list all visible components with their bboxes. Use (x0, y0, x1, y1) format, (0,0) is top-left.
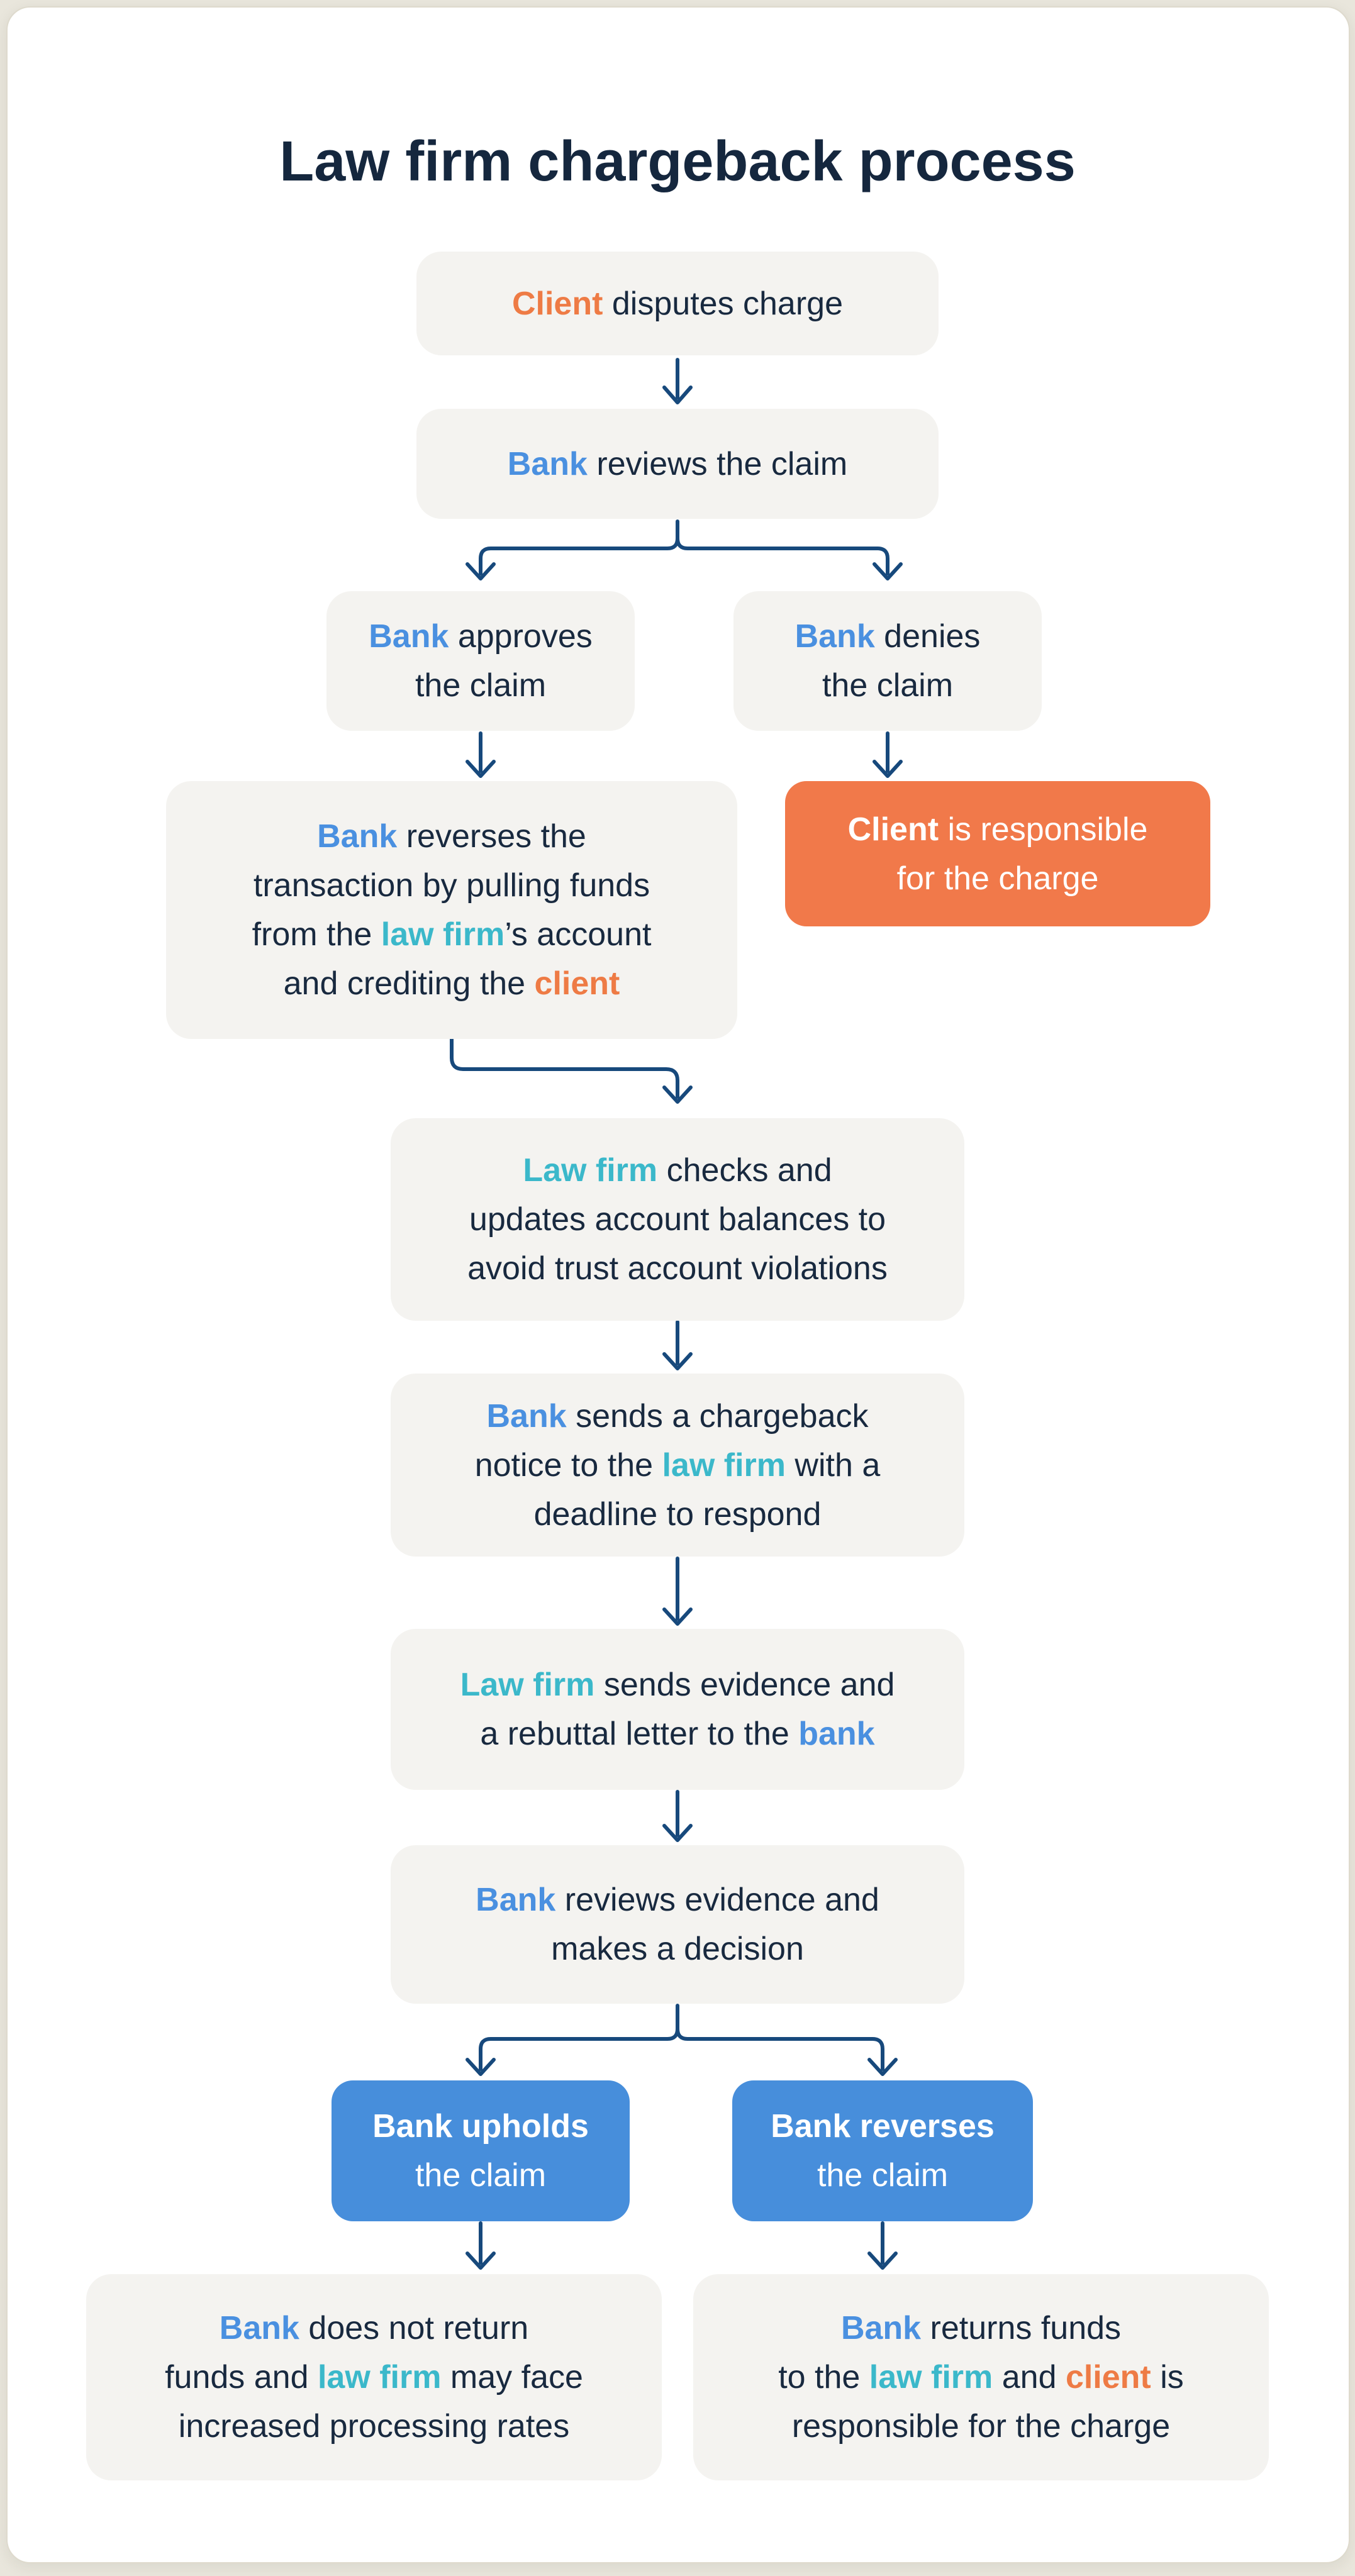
text-segment: Bank (369, 618, 449, 655)
node-bank-returns-funds: Bank returns funds to the law firm and c… (693, 2274, 1269, 2480)
node-bank-reviews-claim: Bank reviews the claim (416, 409, 939, 519)
text-segment: Bank (219, 2310, 299, 2346)
text-segment: reviews evidence and makes a decision (551, 1882, 879, 1967)
node-client-disputes-charge: Client disputes charge (416, 252, 939, 355)
text-segment: bank (798, 1716, 875, 1752)
text-segment: Bank reverses (771, 2108, 995, 2145)
text-segment: approves the claim (415, 618, 593, 704)
text-segment: Bank (507, 445, 588, 482)
node-bank-upholds-claim: Bank upholds the claim (332, 2080, 630, 2221)
text-segment: Bank (317, 818, 398, 855)
text-segment: denies the claim (822, 618, 981, 704)
text-segment: the claim (415, 2157, 547, 2194)
text-segment: ’s account and crediting the (283, 916, 652, 1002)
node-lawfirm-sends-evidence: Law firm sends evidence and a rebuttal l… (391, 1629, 964, 1790)
text-segment: reviews the claim (587, 445, 848, 482)
text-segment: does not return funds and (165, 2310, 529, 2396)
text-segment: with a deadline to respond (533, 1446, 881, 1533)
text-segment: client (1065, 2359, 1151, 2396)
text-segment: is responsible for the charge (896, 811, 1148, 897)
text-segment: the claim (817, 2157, 949, 2194)
text-segment: reverses the transaction by pulling fund… (252, 818, 650, 953)
text-segment: returns funds to the (778, 2310, 1122, 2396)
text-segment: Bank (476, 1882, 556, 1918)
text-segment: may face increased processing rates (178, 2359, 583, 2445)
text-segment: Bank (486, 1397, 567, 1435)
node-bank-sends-chargeback-notice: Bank sends a chargeback notice to the la… (391, 1374, 964, 1557)
text-segment: disputes charge (603, 285, 844, 322)
node-bank-does-not-return-funds: Bank does not return funds and law firm … (86, 2274, 662, 2480)
text-segment: and (993, 2359, 1066, 2396)
text-segment: Bank (795, 618, 875, 655)
text-segment: Law firm (460, 1667, 595, 1703)
node-bank-approves-claim: Bank approves the claim (326, 591, 635, 731)
text-segment: law firm (662, 1446, 786, 1484)
node-bank-reverses-claim: Bank reverses the claim (732, 2080, 1033, 2221)
text-segment: law firm (317, 2359, 442, 2396)
text-segment: law firm (381, 916, 505, 953)
text-segment: Client (847, 811, 939, 848)
node-lawfirm-checks-balances: Law firm checks and updates account bala… (391, 1118, 964, 1321)
text-segment: sends a chargeback notice to the (474, 1397, 869, 1484)
text-segment: Client (511, 285, 603, 322)
node-bank-denies-claim: Bank denies the claim (733, 591, 1042, 731)
text-segment: Bank (840, 2310, 922, 2346)
text-segment: law firm (869, 2359, 993, 2396)
node-bank-reverses-transaction: Bank reverses the transaction by pulling… (166, 781, 737, 1039)
text-segment: Law firm (523, 1152, 658, 1189)
text-segment: client (534, 965, 620, 1002)
page-title: Law firm chargeback process (279, 130, 1076, 194)
node-client-responsible-charge: Client is responsible for the charge (785, 781, 1210, 926)
text-segment: checks and updates account balances to a… (467, 1152, 888, 1287)
text-segment: is responsible for the charge (791, 2359, 1184, 2445)
text-segment: Bank upholds (372, 2108, 589, 2145)
node-bank-reviews-evidence: Bank reviews evidence and makes a decisi… (391, 1845, 964, 2004)
text-segment: sends evidence and a rebuttal letter to … (480, 1667, 895, 1752)
